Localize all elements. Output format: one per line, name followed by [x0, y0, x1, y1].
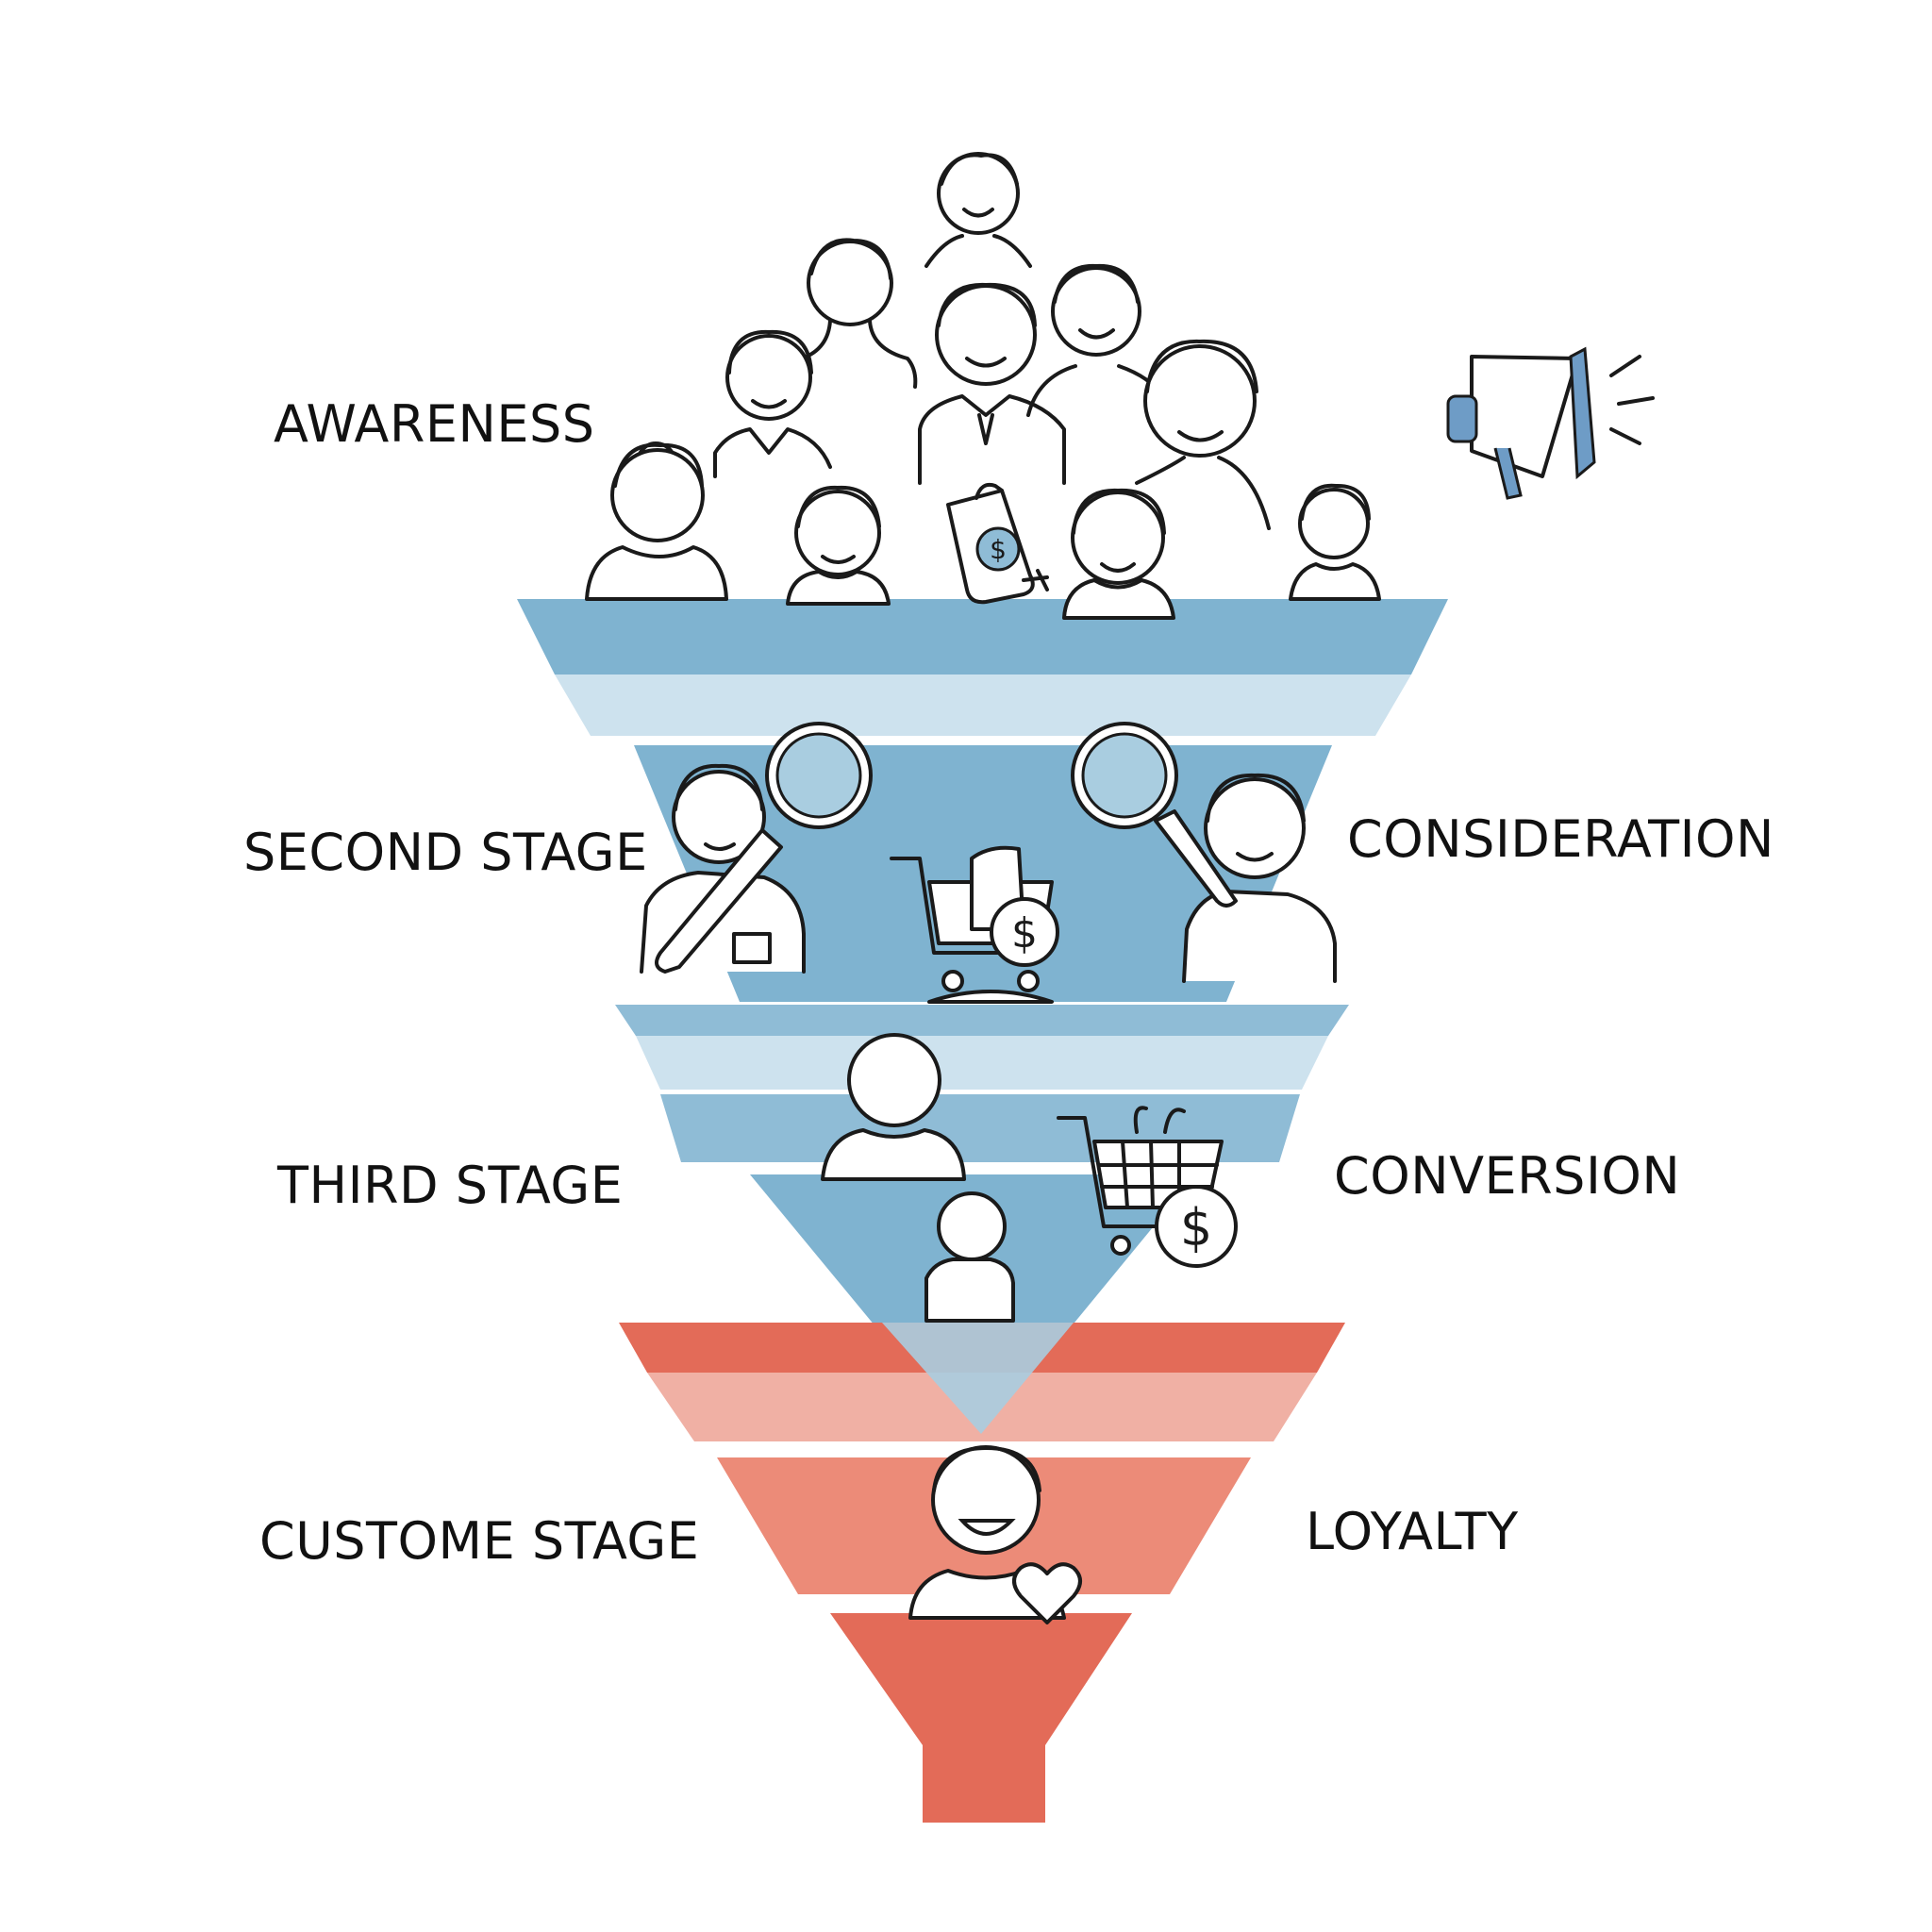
label-conversion: CONVERSION — [1334, 1146, 1681, 1206]
person-icon — [924, 152, 1032, 268]
funnel-band-conversion-light — [636, 1036, 1328, 1090]
person-icon — [1289, 483, 1381, 601]
person-icon — [924, 1191, 1015, 1323]
funnel-band-conversion-top — [615, 1005, 1349, 1036]
funnel-band-awareness-light — [555, 675, 1411, 736]
funnel-band-awareness — [517, 599, 1448, 675]
person-icon — [585, 441, 728, 601]
person-icon — [1062, 488, 1175, 620]
person-icon — [786, 485, 891, 606]
person-icon — [1182, 773, 1337, 983]
loyalty-icons — [908, 1445, 1082, 1624]
label-consideration: CONSIDERATION — [1347, 809, 1774, 869]
svg-text:$: $ — [1180, 1198, 1212, 1257]
label-loyalty: LOYALTY — [1306, 1502, 1519, 1561]
label-awareness: AWARENESS — [274, 394, 595, 454]
label-second-stage: SECOND STAGE — [243, 823, 648, 882]
person-icon — [640, 763, 806, 974]
crowd-people-icons: $ — [585, 152, 1381, 620]
magnifier-icon — [655, 722, 873, 974]
money-bag-icon: $ — [946, 482, 1049, 605]
label-custome-stage: CUSTOME STAGE — [259, 1511, 700, 1571]
funnel-spout — [830, 1613, 1132, 1823]
consideration-icons: $ — [640, 722, 1337, 1004]
person-icon — [800, 238, 918, 389]
person-icon — [918, 282, 1066, 485]
person-icon — [1026, 263, 1164, 417]
magnifier-icon — [1071, 722, 1238, 908]
label-third-stage: THIRD STAGE — [277, 1156, 624, 1215]
person-icon — [821, 1033, 966, 1181]
heart-icon — [1012, 1562, 1082, 1624]
svg-text:$: $ — [1011, 909, 1038, 958]
dollar-coin-icon: $ — [990, 897, 1059, 967]
dollar-coin-icon: $ — [1155, 1185, 1238, 1268]
svg-text:$: $ — [990, 534, 1007, 565]
person-icon — [713, 329, 832, 478]
person-icon — [1135, 339, 1271, 530]
conversion-icons: $ — [821, 1033, 1238, 1323]
megaphone-icon — [1446, 346, 1655, 500]
funnel-blue-tip-overlay — [882, 1323, 1074, 1434]
